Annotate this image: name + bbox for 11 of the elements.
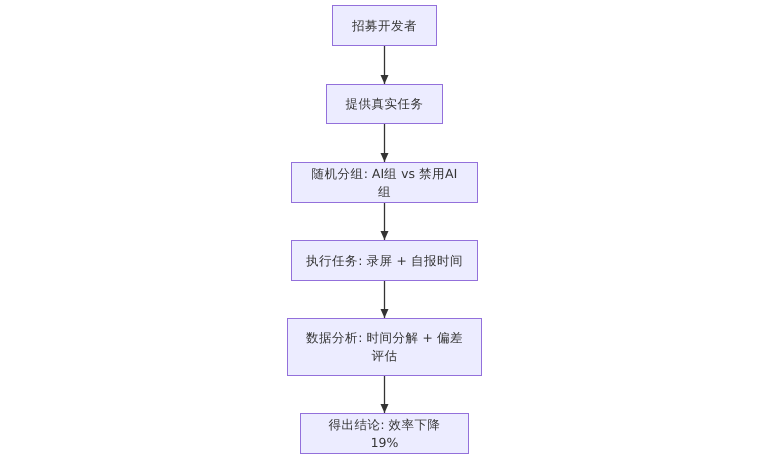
- arrow: [380, 281, 388, 318]
- arrow: [380, 376, 388, 413]
- arrow: [380, 46, 388, 84]
- arrow: [380, 203, 388, 240]
- process-box: 提供真实任务: [326, 84, 443, 124]
- process-box: 随机分组: AI组 vs 禁用AI组: [291, 162, 478, 203]
- process-box: 得出结论: 效率下降19%: [300, 413, 469, 454]
- process-box: 数据分析: 时间分解 + 偏差评估: [287, 318, 482, 376]
- arrow: [380, 124, 388, 162]
- process-box: 招募开发者: [332, 5, 437, 46]
- process-box: 执行任务: 录屏 + 自报时间: [291, 240, 478, 281]
